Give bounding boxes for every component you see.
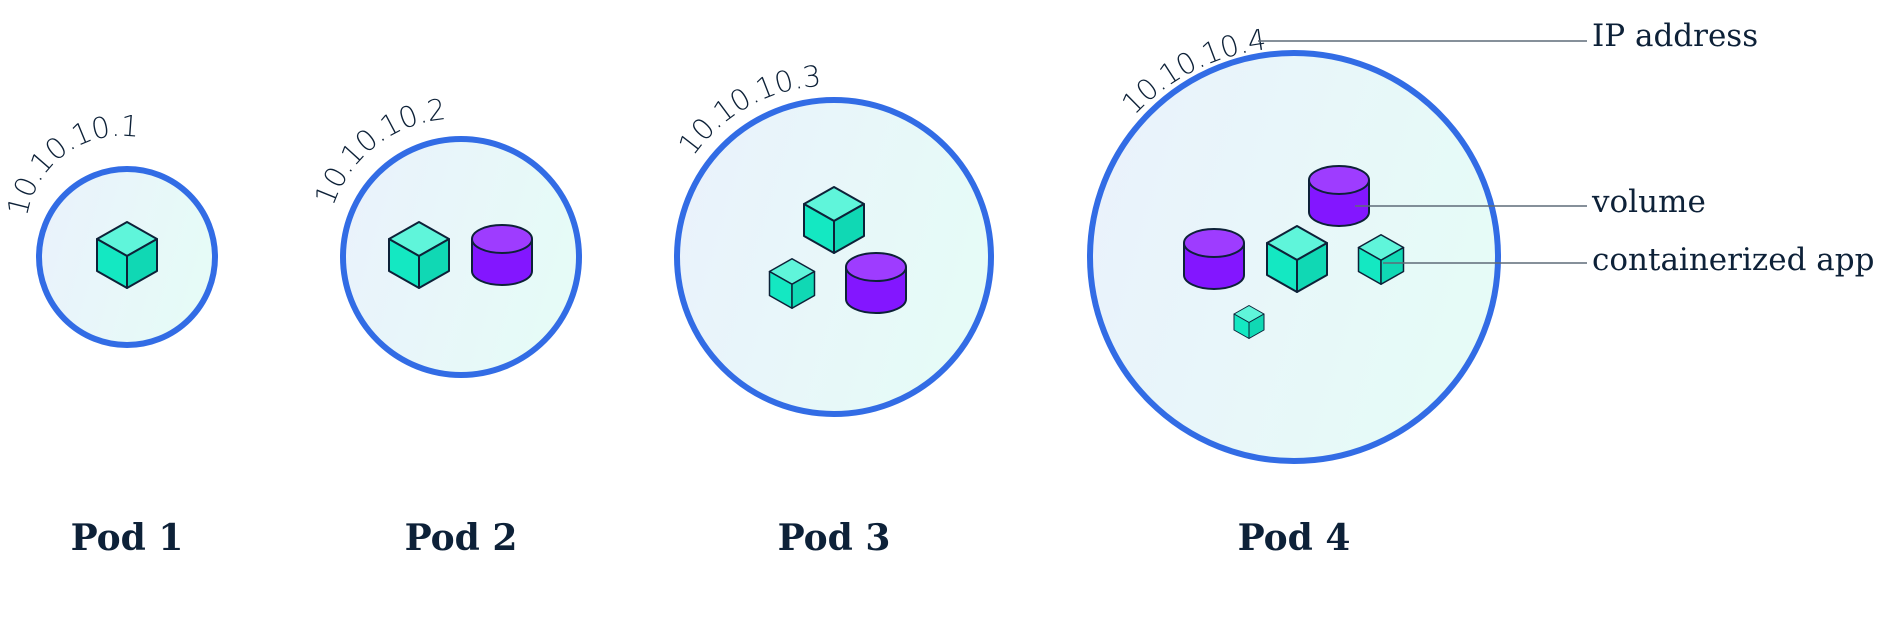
volume-cylinder-icon (845, 252, 907, 314)
volume-cylinder-icon (471, 224, 533, 286)
legend-volume: volume (1591, 184, 1706, 220)
pod-name: Pod 2 (405, 517, 518, 559)
pod-1: 10.10.10.1 Pod 1 (0, 108, 218, 559)
pod-boundary (340, 136, 582, 378)
pod-3: 10.10.10.3 Pod 3 (671, 59, 994, 559)
pod-name: Pod 3 (778, 517, 891, 559)
pod-name: Pod 1 (71, 517, 184, 559)
legend: IP address volume containerized app (1258, 18, 1874, 278)
pod-boundary (674, 97, 994, 417)
legend-containerized-app: containerized app (1592, 242, 1874, 278)
legend-ip-address: IP address (1592, 18, 1758, 54)
volume-cylinder-icon (1308, 165, 1370, 227)
pod-4: 10.10.10.4 Pod 4 (1087, 22, 1501, 559)
pod-name: Pod 4 (1238, 517, 1351, 559)
pod-2: 10.10.10.2 Pod 2 (308, 92, 582, 559)
volume-cylinder-icon (1183, 228, 1245, 290)
